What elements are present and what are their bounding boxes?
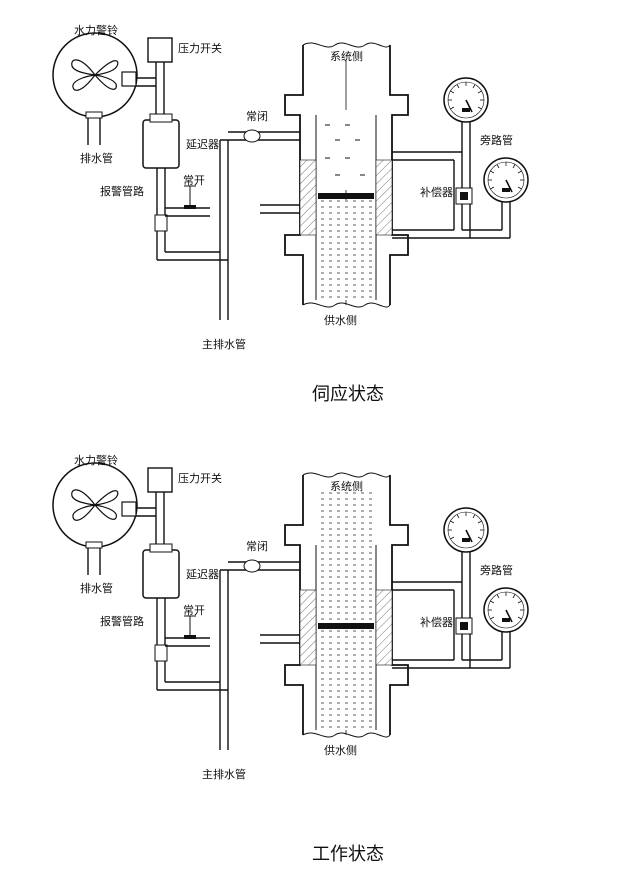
label-bypass: 旁路管: [480, 133, 513, 147]
label-supply-side: 供水侧: [324, 313, 357, 327]
label-main-drain: 主排水管: [202, 767, 246, 781]
pressure-gauge-upper: [443, 507, 489, 553]
supply-water-area: [318, 200, 374, 300]
label-valve-closed: 常闭: [246, 540, 268, 553]
label-alarm-line: 报警管路: [100, 184, 144, 198]
label-delay: 延迟器: [186, 138, 219, 151]
pressure-gauge-lower: [483, 587, 529, 633]
standby-diagram: 水力警铃 压力开关 排水管 延迟器 报警管路 常闭 常开 系统侧 旁路管 补偿器…: [52, 23, 529, 405]
label-bell: 水力警铃: [74, 453, 118, 467]
label-pressure-switch: 压力开关: [178, 41, 222, 55]
label-valve-open: 常开: [183, 604, 205, 617]
system-water-area: [318, 490, 374, 730]
label-pressure-switch: 压力开关: [178, 471, 222, 485]
label-alarm-line: 报警管路: [100, 614, 144, 628]
label-system-side: 系统侧: [330, 50, 363, 63]
label-bell: 水力警铃: [74, 23, 118, 37]
label-system-side: 系统侧: [330, 480, 363, 493]
label-compensator: 补偿器: [420, 615, 453, 629]
label-delay: 延迟器: [186, 568, 219, 581]
label-supply-side: 供水侧: [324, 743, 357, 757]
pressure-gauge-lower: [483, 157, 529, 203]
label-drain: 排水管: [80, 151, 113, 165]
pressure-gauge-upper: [443, 77, 489, 123]
label-main-drain: 主排水管: [202, 337, 246, 351]
caption-working: 工作状态: [312, 844, 384, 865]
label-valve-closed: 常闭: [246, 110, 268, 123]
label-valve-open: 常开: [183, 174, 205, 187]
label-drain: 排水管: [80, 581, 113, 595]
label-bypass: 旁路管: [480, 563, 513, 577]
caption-standby: 伺应状态: [312, 384, 384, 405]
label-compensator: 补偿器: [420, 185, 453, 199]
working-diagram: 水力警铃 压力开关 排水管 延迟器 报警管路 常闭 常开 系统侧 旁路管 补偿器…: [52, 453, 529, 865]
